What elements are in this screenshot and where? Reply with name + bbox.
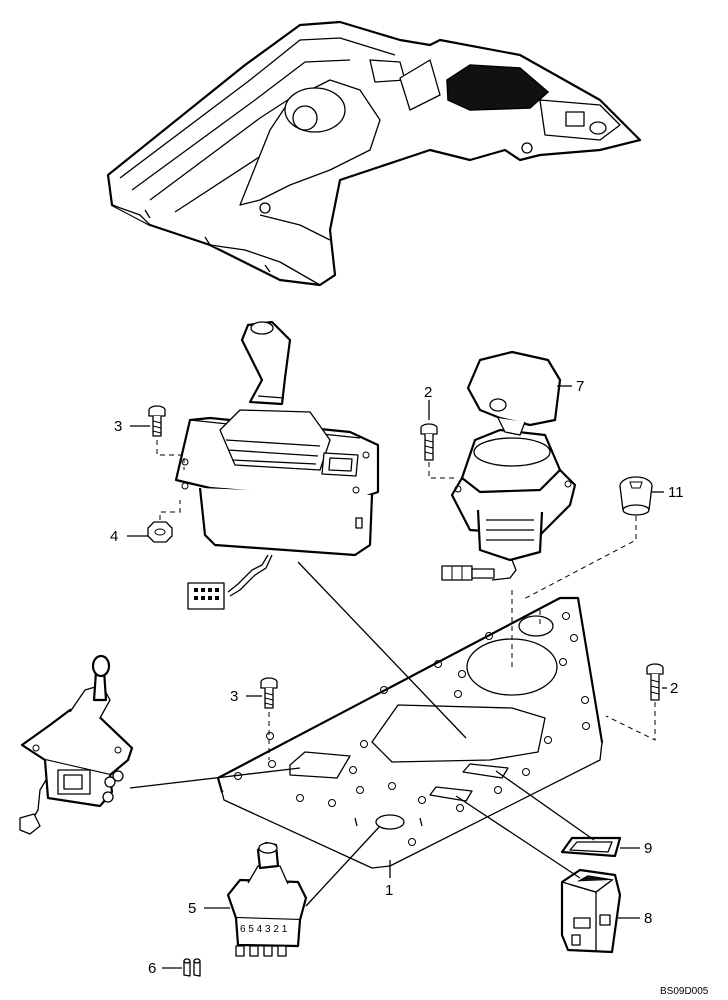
- callout-5: 5: [188, 900, 196, 917]
- screw-3-upper: [148, 405, 166, 437]
- reference-code: BS09D005: [660, 986, 709, 997]
- callout-6: 6: [148, 960, 156, 977]
- screw-2-upper: [420, 423, 438, 461]
- side-control-lever: [19, 654, 134, 835]
- connector-pins: [194, 588, 219, 600]
- nut-4: [147, 521, 173, 543]
- gasket-9: [560, 836, 622, 858]
- screw-2-right: [646, 663, 664, 701]
- callout-9: 9: [644, 840, 652, 857]
- callout-2b: 2: [670, 680, 678, 697]
- switch-pin-numbers: 6 5 4 3 2 1: [240, 924, 288, 935]
- right-joystick-7: [441, 350, 577, 581]
- callout-3b: 3: [230, 688, 238, 705]
- pins-6: [183, 958, 201, 977]
- mounting-plate: [216, 596, 604, 869]
- console-housing: [106, 20, 642, 287]
- callout-11: 11: [668, 484, 684, 501]
- toggle-switch-5: 6 5 4 3 2 1: [226, 841, 308, 957]
- plug-11: [619, 476, 653, 516]
- callout-8: 8: [644, 910, 652, 927]
- leader-lines: [127, 385, 667, 969]
- callout-3a: 3: [114, 418, 122, 435]
- callout-4: 4: [110, 528, 118, 545]
- switch-terminals: [235, 945, 287, 957]
- callout-labels: 1 2 2 3 3 4 5 6 7 8 9 11: [110, 378, 684, 977]
- callout-1: 1: [385, 882, 393, 899]
- plate-mounting-holes: [234, 612, 590, 846]
- rocker-switch-8: [560, 868, 622, 954]
- callout-2a: 2: [424, 384, 432, 401]
- left-joystick: [174, 320, 380, 610]
- screw-3-lower: [260, 677, 278, 709]
- callout-7: 7: [576, 378, 584, 395]
